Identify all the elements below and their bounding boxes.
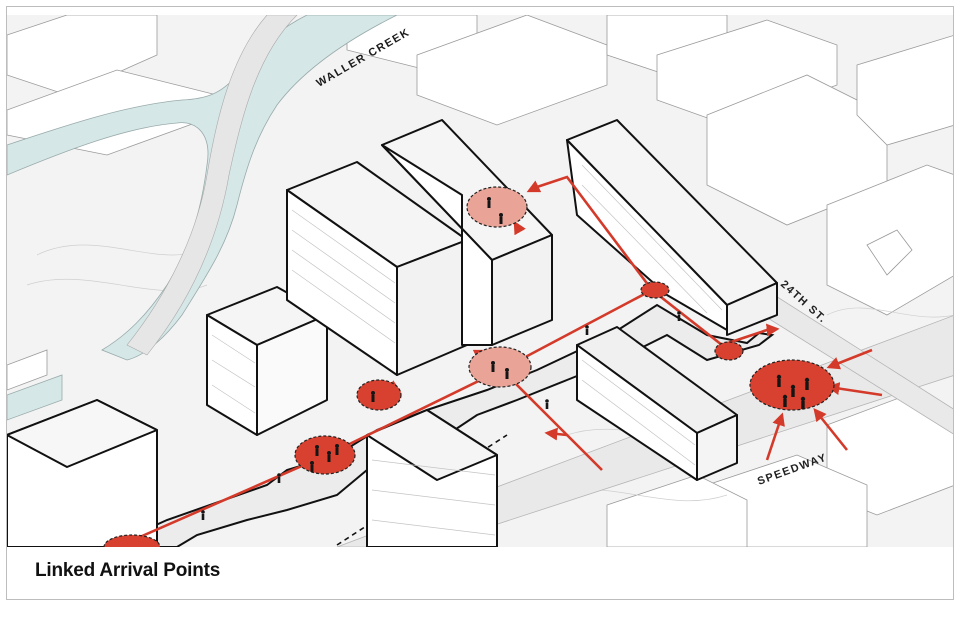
arrival-node-7 xyxy=(714,341,744,361)
building-east xyxy=(566,139,728,331)
building-north xyxy=(381,144,493,346)
creek-lower xyxy=(7,374,63,421)
diagram-frame: WALLER CREEK 24TH ST. SPEEDWAY Linked Ar… xyxy=(6,6,954,600)
pedestrians xyxy=(201,197,810,520)
person-figure xyxy=(315,445,319,456)
arrival-node-4 xyxy=(468,346,532,388)
facade-lines xyxy=(211,164,723,536)
person-figure xyxy=(585,325,589,335)
person-figure xyxy=(499,213,503,224)
context-blocks xyxy=(7,15,953,547)
arrow-icon xyxy=(505,373,603,471)
arrival-node-2 xyxy=(294,435,356,475)
arrival-node-8 xyxy=(749,359,835,411)
person-figure xyxy=(277,473,281,483)
person-figure xyxy=(487,197,491,208)
arrival-node-3 xyxy=(356,379,402,411)
site-diagram: WALLER CREEK 24TH ST. SPEEDWAY xyxy=(7,15,953,547)
person-figure xyxy=(491,361,495,372)
person-figure xyxy=(804,377,810,390)
person-figure xyxy=(782,394,788,407)
arrow-icon xyxy=(826,348,873,370)
arrival-nodes xyxy=(103,186,835,547)
person-figure xyxy=(310,461,314,472)
arrow-icon xyxy=(766,323,780,337)
arrow-icon xyxy=(826,382,883,397)
person-figure xyxy=(677,311,681,321)
person-figure xyxy=(776,374,782,387)
arrow-icon xyxy=(813,407,849,451)
person-figure xyxy=(335,444,339,455)
arrival-node-5 xyxy=(466,186,528,228)
arrows xyxy=(386,180,883,471)
person-figure xyxy=(545,399,549,409)
person-figure xyxy=(201,510,205,520)
arrow-icon xyxy=(526,180,542,193)
arrow-icon xyxy=(513,220,526,236)
arrival-node-6 xyxy=(640,281,670,299)
person-figure xyxy=(800,396,806,409)
person-figure xyxy=(505,368,509,379)
arrival-node-1 xyxy=(103,534,161,547)
person-figure xyxy=(371,391,375,402)
diagram-caption: Linked Arrival Points xyxy=(35,560,221,581)
person-figure xyxy=(790,384,796,397)
arrow-icon xyxy=(765,412,785,461)
person-figure xyxy=(327,451,331,462)
creek-road xyxy=(126,15,298,356)
arrow-icon xyxy=(544,427,568,441)
